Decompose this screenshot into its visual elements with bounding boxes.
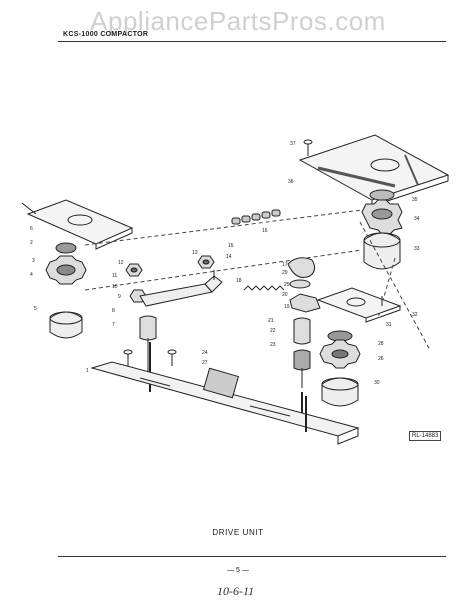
callout-6: 6 bbox=[30, 226, 33, 232]
callout-15: 15 bbox=[228, 243, 234, 249]
callout-13: 13 bbox=[192, 250, 198, 256]
callout-29: 29 bbox=[282, 270, 288, 276]
callout-labels: 37 36 35 34 33 32 31 30 29 28 27 26 25 2… bbox=[30, 141, 420, 386]
lower-right-plate bbox=[316, 287, 402, 323]
left-sprocket-stack bbox=[45, 242, 87, 339]
callout-22: 22 bbox=[270, 328, 276, 334]
callout-19: 19 bbox=[284, 304, 290, 310]
callout-16: 16 bbox=[262, 228, 268, 234]
callout-17: 17 bbox=[282, 262, 288, 268]
callout-37: 37 bbox=[290, 141, 296, 147]
callout-26: 26 bbox=[378, 356, 384, 362]
cam-assembly bbox=[287, 257, 321, 313]
callout-11: 11 bbox=[112, 273, 117, 279]
callout-34: 34 bbox=[414, 216, 420, 222]
model-header: KCS-1000 COMPACTOR bbox=[63, 31, 149, 38]
upper-right-plate bbox=[298, 134, 450, 207]
callout-2: 2 bbox=[30, 240, 33, 246]
callout-21: 21 bbox=[268, 318, 274, 324]
chain-path-lines bbox=[84, 209, 431, 351]
watermark: AppliancePartsPros.com bbox=[90, 6, 386, 36]
drive-chain bbox=[231, 209, 281, 225]
callout-27: 27 bbox=[202, 360, 208, 366]
upper-right-sprocket-stack bbox=[361, 189, 403, 270]
callout-20: 20 bbox=[282, 292, 288, 298]
callout-8: 8 bbox=[112, 308, 115, 314]
callout-36: 36 bbox=[288, 179, 294, 185]
base-channel bbox=[90, 361, 360, 445]
callout-14: 14 bbox=[226, 254, 232, 260]
callout-35: 35 bbox=[412, 197, 418, 203]
callout-33: 33 bbox=[414, 246, 420, 252]
handwritten-note: 10-6-11 bbox=[217, 584, 255, 598]
screw-37 bbox=[303, 139, 313, 156]
diagram-reference-code: RL-14883 bbox=[409, 431, 442, 441]
header-rule bbox=[58, 41, 446, 42]
callout-25: 25 bbox=[284, 282, 290, 288]
linkage-arm bbox=[139, 270, 223, 307]
callout-18: 18 bbox=[236, 278, 242, 284]
spring bbox=[243, 285, 285, 291]
center-posts bbox=[139, 315, 311, 420]
page-number: — 5 — bbox=[227, 567, 249, 574]
callout-30: 30 bbox=[374, 380, 380, 386]
callout-7: 7 bbox=[112, 322, 115, 328]
callout-32: 32 bbox=[412, 312, 418, 318]
callout-9: 9 bbox=[118, 294, 121, 300]
callout-3: 3 bbox=[32, 258, 35, 264]
callout-12: 12 bbox=[118, 260, 124, 266]
callout-4: 4 bbox=[30, 272, 33, 278]
upper-left-plate bbox=[26, 199, 134, 250]
callout-1: 1 bbox=[86, 368, 89, 374]
callout-24: 24 bbox=[202, 350, 208, 356]
diagram-caption: DRIVE UNIT bbox=[212, 528, 264, 537]
callout-5: 5 bbox=[34, 306, 37, 312]
callout-23: 23 bbox=[270, 342, 276, 348]
footer-rule bbox=[58, 556, 446, 557]
callout-31: 31 bbox=[386, 322, 392, 328]
callout-28: 28 bbox=[378, 341, 384, 347]
callout-10: 10 bbox=[112, 284, 118, 290]
lower-right-sprocket-stack bbox=[319, 330, 361, 407]
